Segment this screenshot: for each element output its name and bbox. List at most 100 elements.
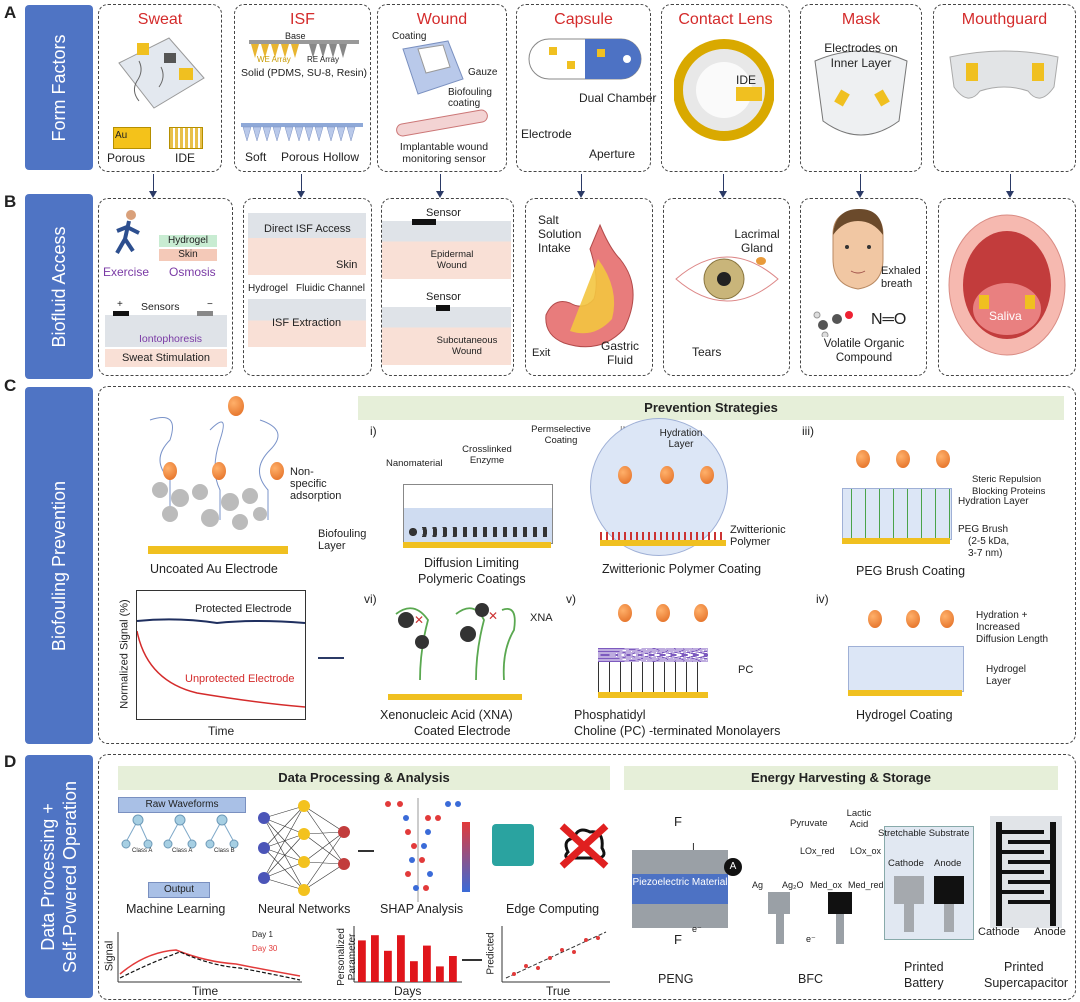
label-steric: Steric Repulsion bbox=[972, 474, 1042, 485]
label-au: Au bbox=[115, 130, 128, 141]
label-blocking: Blocking Proteins bbox=[972, 486, 1046, 497]
num-vi: vi) bbox=[364, 592, 377, 606]
label-hydrogel-layer: Layer bbox=[986, 676, 1012, 687]
label-increased: Increased bbox=[976, 622, 1020, 633]
chart-xlabel: Time bbox=[208, 724, 235, 738]
caption-edge: Edge Computing bbox=[506, 902, 600, 916]
label-direct-isf: Direct ISF Access bbox=[264, 223, 351, 235]
au-electrode-bar bbox=[403, 542, 551, 548]
label-osmosis: Osmosis bbox=[169, 265, 216, 279]
arrow-left bbox=[318, 657, 344, 659]
label-peg-nm: 3-7 nm) bbox=[968, 548, 1003, 559]
peng-bottom-electrode bbox=[632, 904, 728, 928]
prevention-strategies-band: Prevention Strategies bbox=[358, 396, 1064, 420]
label-minus: − bbox=[207, 299, 213, 310]
label-nonspecific: Non-specific adsorption bbox=[290, 466, 342, 502]
battery-cathode-label: Cathode bbox=[888, 858, 924, 869]
ff-isf-box: ISF Base WE Array RE Array Solid (PDMS, … bbox=[234, 4, 371, 172]
bfc-lactic: Lactic Acid bbox=[846, 808, 872, 830]
label-isf-extraction: ISF Extraction bbox=[272, 317, 342, 329]
arrow-down bbox=[719, 174, 727, 198]
ff-lens-title: Contact Lens bbox=[678, 11, 773, 28]
label-we-array: WE Array bbox=[257, 55, 291, 64]
chart-ylabel: Normalized Signal (%) bbox=[118, 599, 131, 709]
label-hydration-layer-iii: Hydration Layer bbox=[958, 496, 1029, 507]
label-class-a-2: Class A bbox=[172, 848, 193, 854]
capsule-illustration bbox=[528, 38, 642, 80]
label-subcutaneous: Subcutaneous Wound bbox=[436, 335, 498, 357]
bfc-med-ox: Med_ox bbox=[810, 880, 843, 890]
bf-sweat-box: Hydrogel Skin Exercise Osmosis Sensors +… bbox=[98, 198, 233, 376]
no-cloud-icon bbox=[559, 823, 609, 869]
section-letter-c: C bbox=[4, 376, 17, 395]
label-aperture: Aperture bbox=[589, 147, 636, 161]
open-mouth-illustration bbox=[948, 214, 1066, 356]
day1-line bbox=[119, 951, 301, 981]
caption-hydrogel: Hydrogel Coating bbox=[856, 708, 953, 722]
protein-ball bbox=[656, 604, 670, 622]
ide-swatch bbox=[169, 127, 203, 149]
ff-mask-box: Mask Electrodes on Inner Layer bbox=[800, 4, 922, 172]
pc-tails bbox=[598, 662, 708, 692]
eye-illustration bbox=[675, 256, 779, 302]
protein-ball bbox=[936, 450, 950, 468]
au-electrode-bar bbox=[148, 546, 288, 554]
label-lens-ide: IDE bbox=[736, 73, 757, 87]
bfc-electron: e⁻ bbox=[806, 934, 816, 944]
zwitterionic-polymer-layer bbox=[600, 532, 726, 540]
raw-waveforms-box: Raw Waveforms bbox=[118, 797, 246, 813]
label-voc: Volatile Organic Compound bbox=[823, 338, 905, 364]
label-class-a-1: Class A bbox=[132, 848, 153, 854]
chip-icon bbox=[492, 824, 534, 866]
sweat-patch-illustration bbox=[118, 37, 205, 109]
label-salt-solution: Salt Solution Intake bbox=[538, 213, 582, 255]
section-letter-d: D bbox=[4, 752, 17, 771]
protein-ball bbox=[700, 466, 714, 484]
ff-contact-lens-box: Contact Lens IDE bbox=[661, 4, 790, 172]
au-electrode-bar bbox=[598, 692, 708, 698]
xna-illustration: ✕ ✕ bbox=[395, 603, 516, 681]
caption-uncoated: Uncoated Au Electrode bbox=[150, 562, 278, 576]
au-electrode-bar bbox=[388, 694, 522, 700]
num-i: i) bbox=[370, 424, 377, 438]
protein-ball bbox=[896, 450, 910, 468]
uncoated-electrode-illustration bbox=[149, 417, 279, 530]
label-saliva: Saliva bbox=[989, 309, 1022, 323]
label-exit: Exit bbox=[532, 347, 551, 359]
decision-tree-icon bbox=[121, 814, 239, 849]
contact-lens-illustration bbox=[674, 39, 774, 141]
supercap-anode-label: Anode bbox=[1034, 926, 1066, 938]
protein-ball bbox=[856, 450, 870, 468]
ff-wound-title: Wound bbox=[416, 11, 468, 28]
mask-illustration bbox=[814, 50, 908, 136]
label-xna: XNA bbox=[530, 612, 553, 624]
voc-molecule-icon bbox=[813, 311, 853, 337]
label-epidermal: Epidermal Wound bbox=[430, 249, 474, 271]
label-sensors: Sensors bbox=[141, 301, 180, 313]
bf-capsule-box: Salt Solution Intake Exit Gastric Fluid bbox=[525, 198, 653, 376]
bfc-anode-stem bbox=[776, 914, 784, 944]
bfc-lox-ox: LOx_ox bbox=[850, 846, 882, 856]
caption-diffusion-1: Diffusion Limiting bbox=[424, 556, 519, 570]
bar-mark bbox=[449, 956, 457, 982]
label-exhaled-breath: Exhaled breath bbox=[881, 265, 921, 290]
wound-sensor-chip bbox=[412, 219, 436, 225]
battery-substrate-label: Stretchable Substrate bbox=[878, 828, 970, 839]
chart3-xlabel: True bbox=[546, 984, 571, 998]
label-biofouling-layer: Biofouling Layer bbox=[318, 528, 367, 552]
label-gauze: Gauze bbox=[468, 67, 498, 78]
chart1-xlabel: Time bbox=[192, 984, 219, 998]
label-porous-mn: Porous bbox=[281, 150, 320, 164]
peg-hydration-layer bbox=[842, 488, 952, 540]
bf-wound-box: Sensor Epidermal Wound Sensor Subcutaneo… bbox=[381, 198, 514, 376]
label-peg-brush: PEG Brush bbox=[958, 524, 1009, 535]
soft-porous-hollow-needles bbox=[241, 123, 363, 142]
caption-peng: PENG bbox=[658, 972, 694, 986]
caption-ml: Machine Learning bbox=[126, 902, 226, 916]
caption-pc-2: Choline (PC) -terminated Monolayers bbox=[574, 724, 781, 738]
bfc-anode-block bbox=[768, 892, 790, 914]
bfc-ag: Ag bbox=[752, 880, 764, 890]
legend-day1: Day 1 bbox=[252, 930, 273, 939]
label-isf-skin: Skin bbox=[336, 259, 358, 271]
label-wound-sensor-1: Sensor bbox=[426, 207, 461, 219]
